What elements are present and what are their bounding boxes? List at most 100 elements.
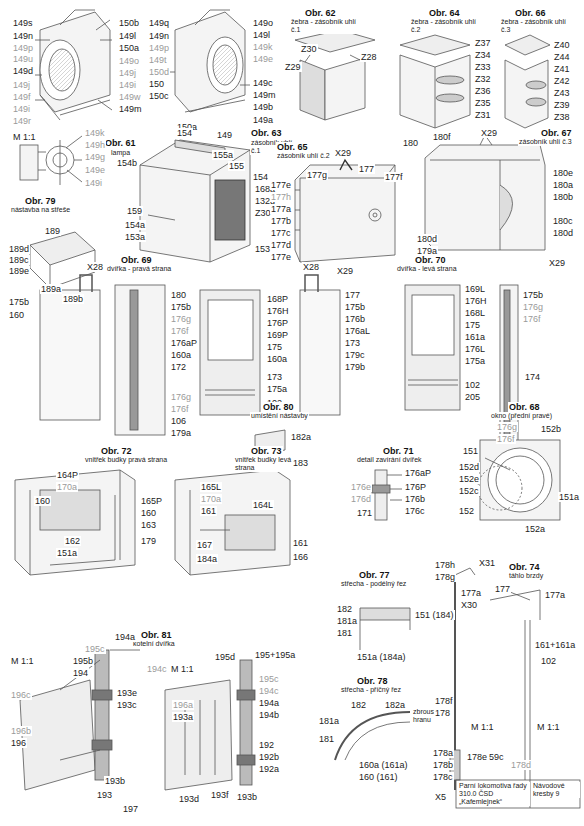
callout-number: M 1:1 (536, 722, 561, 732)
callout-number: 176g (170, 392, 192, 402)
callout-number: X31 (478, 558, 496, 568)
callout-number: 149h (84, 140, 106, 150)
callout-number: 178a (432, 748, 454, 758)
callout-number: 175 (266, 342, 283, 352)
callout-number: Z34 (474, 50, 492, 60)
callout-number: 175a (266, 384, 288, 394)
callout-number: 149i (118, 80, 137, 90)
figure-title: Obr. 78 (356, 676, 389, 686)
callout-number: 149m (118, 104, 143, 114)
callout-number: 160 (34, 496, 51, 506)
callout-number: 180a (552, 180, 574, 190)
callout-number: 178b (432, 760, 454, 770)
callout-number: 149p (12, 43, 34, 53)
rib-parts (400, 35, 470, 128)
callout-number: 192b (258, 752, 280, 762)
callout-number: 178 (434, 708, 451, 718)
callout-number: 151a (56, 548, 78, 558)
callout-number: Z30 (300, 44, 318, 54)
coal-bunker (140, 140, 250, 262)
callout-number: 177a (270, 204, 292, 214)
callout-number: 181a (318, 716, 340, 726)
callout-number: 180c (552, 216, 574, 226)
callout-number: 176f (522, 314, 542, 324)
callout-number: X29 (548, 258, 566, 268)
callout-number: Z32 (474, 74, 492, 84)
callout-number: 197 (122, 804, 139, 814)
callout-number: 152d (458, 462, 480, 472)
callout-number: 149i (12, 104, 31, 114)
callout-number: 149t (148, 55, 168, 65)
coal-bunker (425, 135, 545, 250)
figure-caption: zásobník uhlí č.2 (276, 152, 331, 160)
figure-caption: zásobník uhlí č.3 (518, 138, 573, 146)
figure-caption: umístění nástavby (250, 412, 309, 420)
callout-number: 149w (118, 92, 142, 102)
callout-number: Z37 (474, 38, 492, 48)
callout-number: 183 (292, 458, 309, 468)
callout-number: 149b (252, 102, 274, 112)
figure-title: Obr. 73 (250, 446, 283, 456)
callout-number: 196a (172, 700, 194, 710)
callout-number: 154 (252, 172, 269, 182)
callout-number: 165L (200, 482, 222, 492)
callout-number: 154 (176, 128, 193, 138)
figure-title: Obr. 68 (508, 402, 541, 412)
figure-title: Obr. 67 (540, 128, 573, 138)
callout-number: X29 (336, 266, 354, 276)
callout-number: 171 (356, 508, 373, 518)
figure-title: Obr. 64 (428, 8, 461, 18)
callout-number: 195c (84, 644, 106, 654)
callout-number: 176f (496, 434, 516, 444)
callout-number: 175b (522, 290, 544, 300)
callout-number: 180d (552, 228, 574, 238)
callout-number: 169L (464, 284, 486, 294)
callout-number: 149i (84, 178, 103, 188)
callout-number: 59c (488, 752, 505, 762)
callout-number: 181 (336, 628, 353, 638)
callout-number: 182a (384, 700, 406, 710)
callout-number: 176b (344, 314, 366, 324)
callout-number: 175b (170, 302, 192, 312)
callout-number: 193a (172, 712, 194, 722)
callout-number: M 1:1 (470, 722, 495, 732)
callout-number: Z28 (360, 52, 378, 62)
callout-number: 193e (116, 688, 138, 698)
callout-number: 151 (184) (414, 610, 455, 620)
figure-caption: Parní lokomotiva řady 310.0 ČSD „Kafemle… (458, 782, 530, 806)
callout-number: 149n (148, 31, 170, 41)
callout-number: 184a (196, 554, 218, 564)
figure-caption: střecha - příčný řez (340, 686, 402, 694)
callout-number: Z33 (474, 62, 492, 72)
callout-number: X28 (86, 262, 104, 272)
callout-number: 176e (350, 482, 372, 492)
callout-number: 106 (170, 416, 187, 426)
callout-number: 149m (252, 90, 277, 100)
figure-caption: Návodové kresby 9 (532, 782, 580, 798)
callout-number: 193c (116, 700, 138, 710)
callout-number: 172 (170, 362, 187, 372)
callout-number: 175a (464, 356, 486, 366)
callout-number: 176H (266, 306, 290, 316)
callout-number: 180 (402, 138, 419, 148)
callout-number: 195b (72, 656, 94, 666)
callout-number: 180b (552, 192, 574, 202)
callout-number: 160 (8, 310, 25, 320)
callout-number: 180d (416, 234, 438, 244)
callout-number: 193 (96, 790, 113, 800)
callout-number: 162 (64, 536, 81, 546)
callout-number: 161 (292, 538, 309, 548)
callout-number: 152 (458, 506, 475, 516)
callout-number: 149k (84, 128, 106, 138)
callout-number: 149j (12, 80, 31, 90)
callout-number: 161+161a (534, 640, 576, 650)
callout-number: 153 (254, 244, 271, 254)
callout-number: 180 (170, 290, 187, 300)
figure-caption: žebra - zásobník uhlí č.3 (500, 18, 572, 34)
callout-number: 182 (336, 604, 353, 614)
callout-number: 149u (12, 54, 34, 64)
callout-number: 176f (170, 404, 190, 414)
callout-number: 149a (252, 115, 274, 125)
callout-number: 176P (404, 482, 427, 492)
callout-number: 196c (10, 690, 32, 700)
